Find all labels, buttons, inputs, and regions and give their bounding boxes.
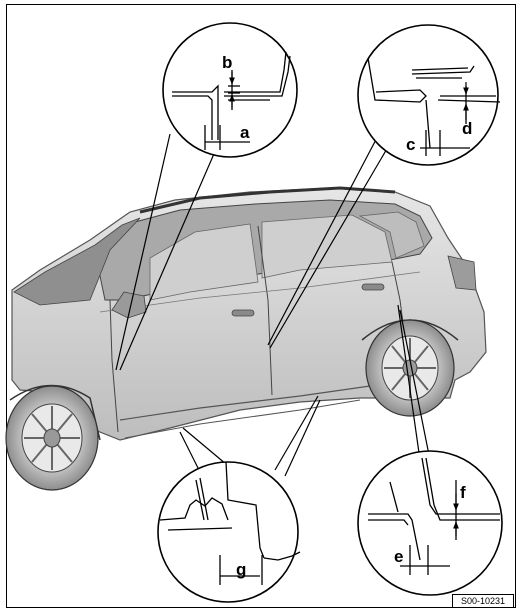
detail-circle-top-left: b a bbox=[162, 22, 298, 158]
callout-d: d bbox=[462, 119, 472, 138]
windshield bbox=[13, 217, 141, 306]
detail-circle-top-right: c d bbox=[357, 24, 501, 166]
rear-wheel bbox=[365, 319, 455, 417]
detail-circle-bottom-right: e f bbox=[357, 450, 503, 596]
belt-line bbox=[99, 271, 421, 313]
figure-id-label: S00-10231 bbox=[451, 594, 514, 608]
rear-door-handle bbox=[361, 283, 385, 291]
roof-rail bbox=[139, 186, 396, 214]
door-seam-front bbox=[257, 225, 273, 396]
front-door-handle bbox=[231, 309, 255, 317]
callout-c: c bbox=[406, 135, 415, 154]
callout-a: a bbox=[240, 123, 250, 142]
callout-e: e bbox=[394, 547, 403, 566]
callout-f: f bbox=[460, 483, 466, 502]
door-seam-a bbox=[109, 299, 119, 433]
quarter-window bbox=[358, 211, 425, 259]
door-sill bbox=[119, 385, 371, 421]
tail-lamp bbox=[447, 255, 477, 291]
figure-frame bbox=[6, 4, 516, 608]
car-illustration bbox=[5, 186, 487, 491]
callout-b: b bbox=[222, 53, 232, 72]
detail-circle-bottom-left: g bbox=[157, 461, 301, 603]
side-mirror bbox=[111, 291, 147, 319]
front-wheel bbox=[5, 385, 99, 491]
door-sill-lower bbox=[124, 399, 361, 439]
callout-g: g bbox=[236, 560, 246, 579]
